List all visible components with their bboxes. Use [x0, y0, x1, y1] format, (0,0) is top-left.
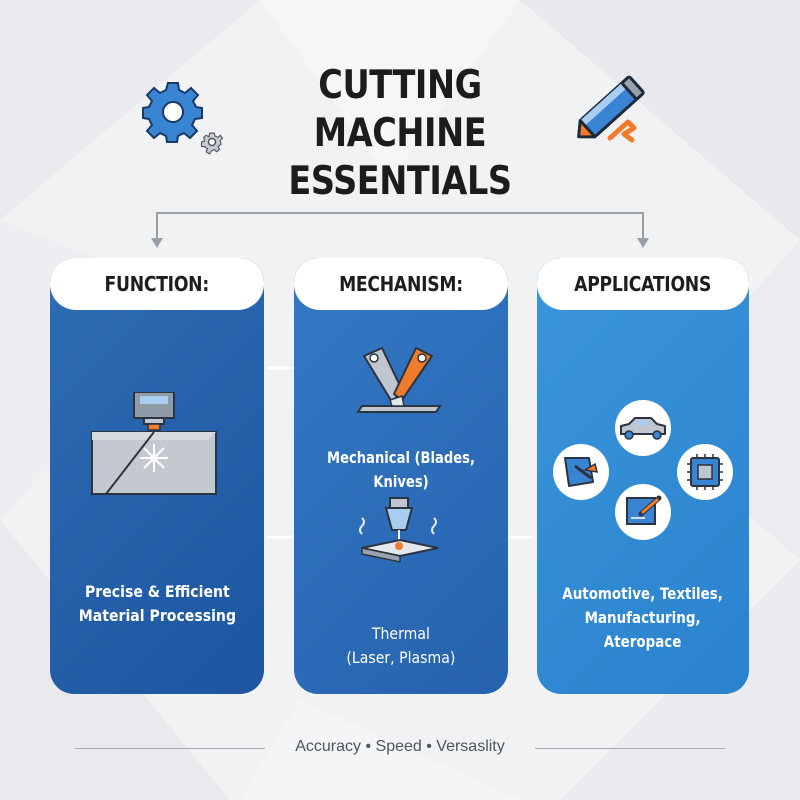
drafting-icon — [615, 484, 671, 540]
function-header: FUNCTION: — [50, 258, 264, 310]
gear-icon — [142, 82, 224, 155]
applications-panel: APPLICATIONS — [537, 258, 749, 694]
laser-cutting-head-icon — [91, 392, 217, 495]
laser-nozzle-icon — [359, 497, 439, 563]
title-line-2: ESSENTIALS — [288, 159, 512, 204]
page-title: CUTTING MACHINE ESSENTIALS — [228, 62, 572, 206]
function-description: Precise & Efficient Material Processing — [78, 582, 236, 625]
tagline: Accuracy • Speed • Versaslity — [295, 738, 505, 755]
title-line-1: CUTTING MACHINE — [313, 63, 487, 156]
mechanism-panel: MECHANISM: Mechanical (Blades, Knives) T… — [294, 258, 508, 694]
mechanism-header: MECHANISM: — [294, 258, 508, 310]
applications-description: Automotive, Textiles, Manufacturing, Ate… — [562, 584, 724, 651]
applications-header: APPLICATIONS — [537, 258, 749, 310]
textile-icon — [553, 444, 609, 500]
function-panel: FUNCTION: Precise & Efficient Material P… — [50, 258, 264, 694]
car-icon — [615, 400, 671, 456]
footer-divider-right — [535, 748, 725, 749]
blades-knives-icon — [356, 347, 442, 413]
mechanical-label: Mechanical (Blades, Knives) — [327, 448, 475, 491]
pencil-blade-icon — [577, 75, 645, 143]
thermal-label: Thermal (Laser, Plasma) — [346, 624, 456, 667]
application-icons — [553, 400, 733, 540]
microchip-icon — [677, 444, 733, 500]
footer-divider-left — [75, 748, 265, 749]
